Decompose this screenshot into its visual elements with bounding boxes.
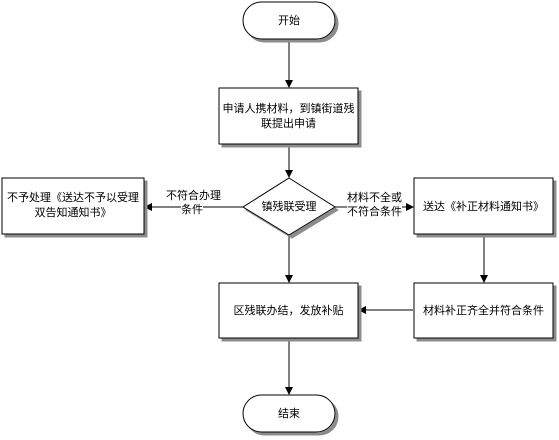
apply-label-line1: 申请人携材料，到镇街道残 — [222, 102, 355, 115]
review-label: 镇残联受理 — [261, 200, 317, 213]
apply-node — [218, 87, 359, 145]
start-label: 开始 — [278, 14, 300, 27]
reject-label-line2: 双告知通知书》 — [34, 206, 112, 219]
edge-incomplete-label-line1: 材料不全或 — [347, 191, 402, 204]
end-label: 结束 — [278, 407, 300, 420]
review-decision-node — [242, 177, 336, 236]
start-node — [242, 1, 336, 40]
reject-node — [1, 177, 145, 235]
reject-label-line1: 不予处理《送达不予以受理 — [7, 191, 139, 204]
end-node — [242, 394, 336, 433]
notice-node — [413, 177, 554, 235]
edge-not-eligible-label-line2: 条件 — [181, 203, 203, 216]
complete-node — [218, 282, 359, 339]
edge-incomplete-label-line2: 不符合条件 — [347, 205, 402, 218]
apply-label-line2: 联提出申请 — [261, 117, 316, 130]
supplement-label: 材料补正齐全并符合条件 — [423, 304, 544, 317]
edge-not-eligible-label-line1: 不符合办理 — [166, 189, 221, 202]
supplement-node — [413, 282, 554, 339]
notice-label: 送达《补正材料通知书》 — [423, 200, 544, 213]
complete-label: 区残联办结，发放补贴 — [233, 304, 344, 317]
